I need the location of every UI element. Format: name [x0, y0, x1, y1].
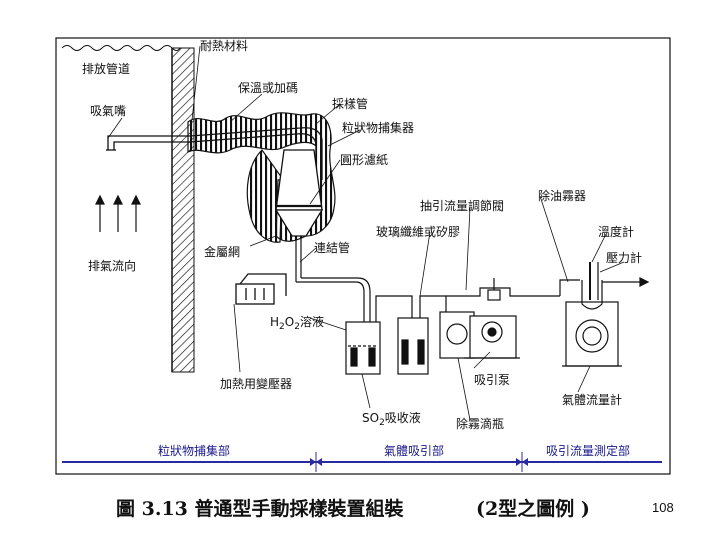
label-gas-flow-meter: 氣體流量計 [562, 392, 622, 407]
insulation-left-lobe [246, 149, 283, 243]
h2o2-bottle [345, 321, 381, 375]
exhaust-flow-arrows [95, 194, 141, 232]
connecting-tube [295, 236, 371, 330]
leader-lines [107, 45, 625, 421]
heating-transformer [235, 273, 287, 305]
label-exhaust-duct: 排放管道 [82, 61, 130, 76]
label-so2-absorbent: SO2吸收液 [362, 410, 421, 428]
diagram-frame [55, 37, 671, 475]
gas-flow-meter [562, 301, 622, 367]
label-insulation-or-heating: 保溫或加碼 [238, 81, 298, 95]
suction-nozzle [106, 135, 190, 151]
label-metal-mesh: 金屬網 [204, 244, 240, 259]
label-round-filter-paper: 圓形濾紙 [340, 152, 388, 167]
so2-absorption-bottle [375, 295, 447, 375]
label-glass-fiber-or-silica-gel: 玻璃纖維或矽膠 [376, 224, 460, 239]
duct-wavy-line [61, 45, 181, 51]
caption-main: 圖 3.13 普通型手動採樣裝置組裝 [116, 498, 404, 520]
section-particulate-collection: 粒狀物捕集部 [158, 443, 230, 458]
label-heating-transformer: 加熱用變壓器 [220, 376, 292, 391]
mist-removal-bottle [439, 311, 475, 359]
caption-note: (2型之圖例 ) [476, 498, 590, 520]
label-oil-mist-remover: 除油霧器 [538, 188, 586, 203]
duct-wall [171, 47, 195, 373]
label-sampling-tube: 採樣管 [332, 96, 368, 111]
label-h2o2-solution: H2O2溶液 [270, 314, 324, 332]
section-divider [62, 452, 662, 472]
page-number: 108 [652, 500, 674, 515]
label-mist-removal-bottle: 除霧滴瓶 [456, 416, 504, 431]
label-suction-nozzle: 吸氣嘴 [90, 104, 126, 118]
section-suction-flow-measurement: 吸引流量測定部 [546, 443, 630, 458]
label-thermometer: 溫度計 [598, 224, 634, 239]
label-suction-pump: 吸引泵 [474, 373, 510, 387]
particulate-collector [274, 149, 324, 237]
suction-pump [464, 315, 520, 359]
label-particulate-collector: 粒狀物捕集器 [342, 120, 414, 135]
flow-regulating-valve [446, 278, 560, 301]
label-exhaust-flow-direction: 排氣流向 [88, 258, 136, 273]
label-connecting-tube: 連結管 [314, 240, 350, 255]
label-pressure-gauge: 壓力計 [606, 250, 642, 265]
section-gas-suction: 氣體吸引部 [384, 443, 444, 458]
oil-mist-remover [559, 277, 650, 310]
label-flow-regulating-valve: 抽引流量調節閥 [420, 198, 504, 213]
label-heat-resistant-material: 耐熱材料 [200, 39, 248, 53]
